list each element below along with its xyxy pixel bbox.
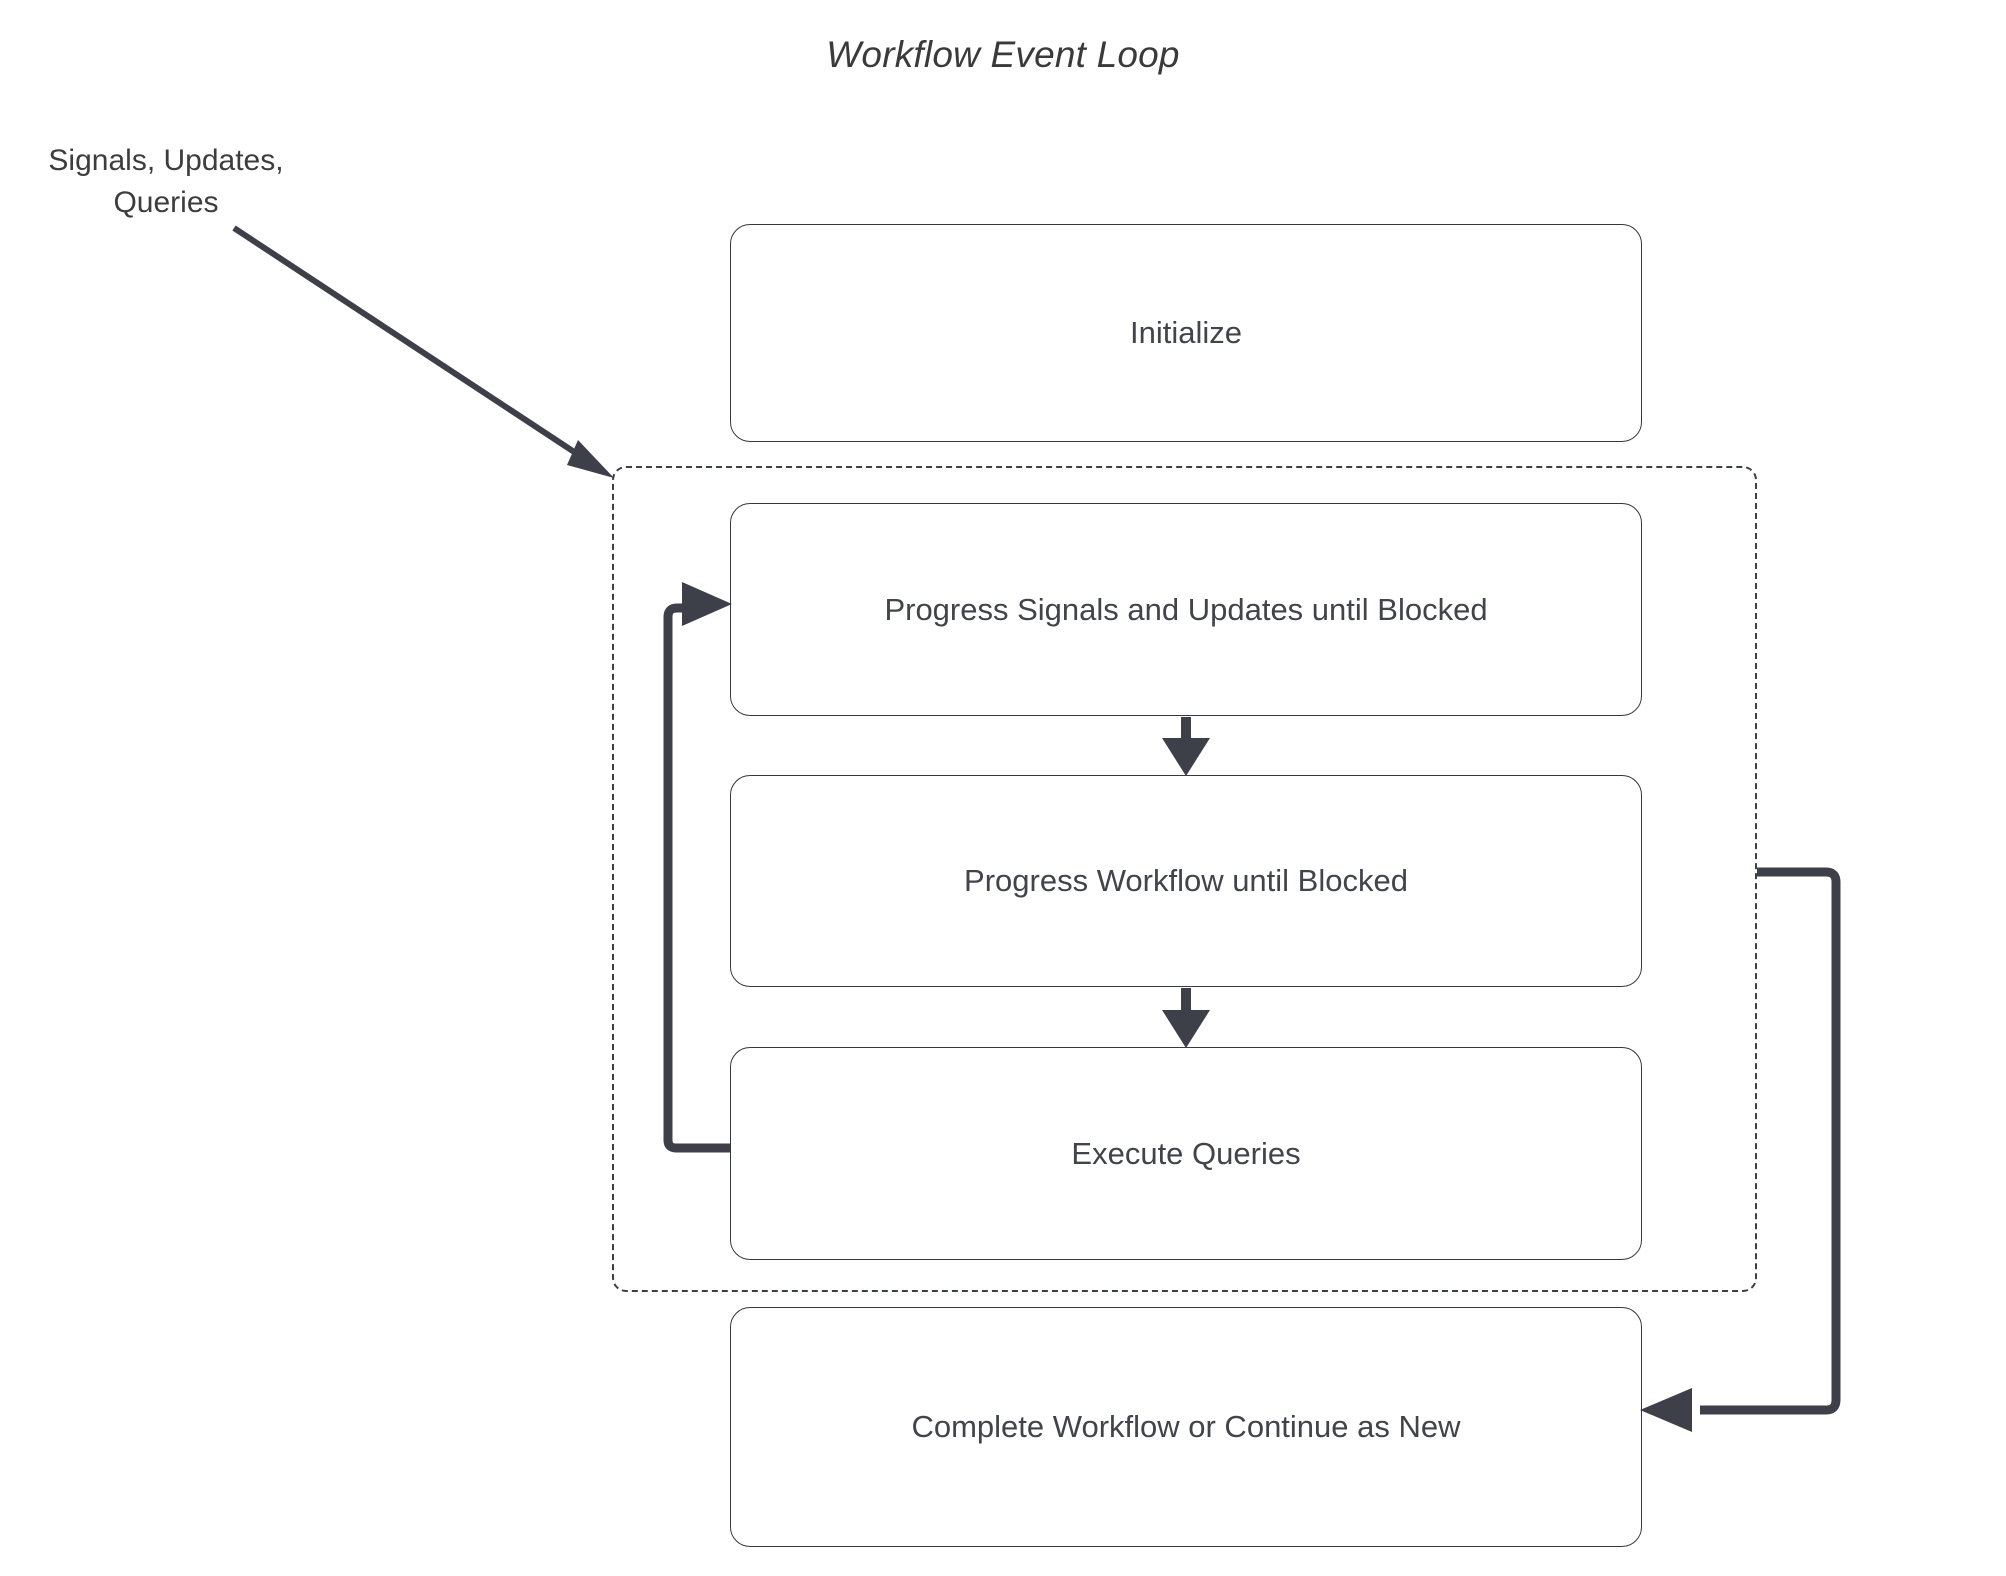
page-title: Workflow Event Loop <box>826 34 1180 75</box>
external-input-label: Signals, Updates, Queries <box>16 140 316 224</box>
node-progress-workflow-label: Progress Workflow until Blocked <box>964 863 1408 898</box>
node-complete-workflow[interactable]: Complete Workflow or Continue as New <box>730 1307 1642 1547</box>
node-execute-queries-label: Execute Queries <box>1071 1135 1301 1171</box>
node-initialize-label: Initialize <box>1130 315 1242 350</box>
edge-external-input-to-loop <box>232 225 614 478</box>
node-complete-workflow-label: Complete Workflow or Continue as New <box>911 1409 1461 1444</box>
node-progress-signals-updates-label: Progress Signals and Updates until Block… <box>884 591 1488 627</box>
external-input-label-line2: Queries <box>113 186 219 219</box>
node-progress-signals-updates[interactable]: Progress Signals and Updates until Block… <box>730 503 1642 716</box>
external-input-label-line1: Signals, Updates, <box>48 144 284 177</box>
node-progress-workflow[interactable]: Progress Workflow until Blocked <box>730 775 1642 987</box>
node-execute-queries[interactable]: Execute Queries <box>730 1047 1642 1260</box>
node-initialize[interactable]: Initialize <box>730 224 1642 442</box>
